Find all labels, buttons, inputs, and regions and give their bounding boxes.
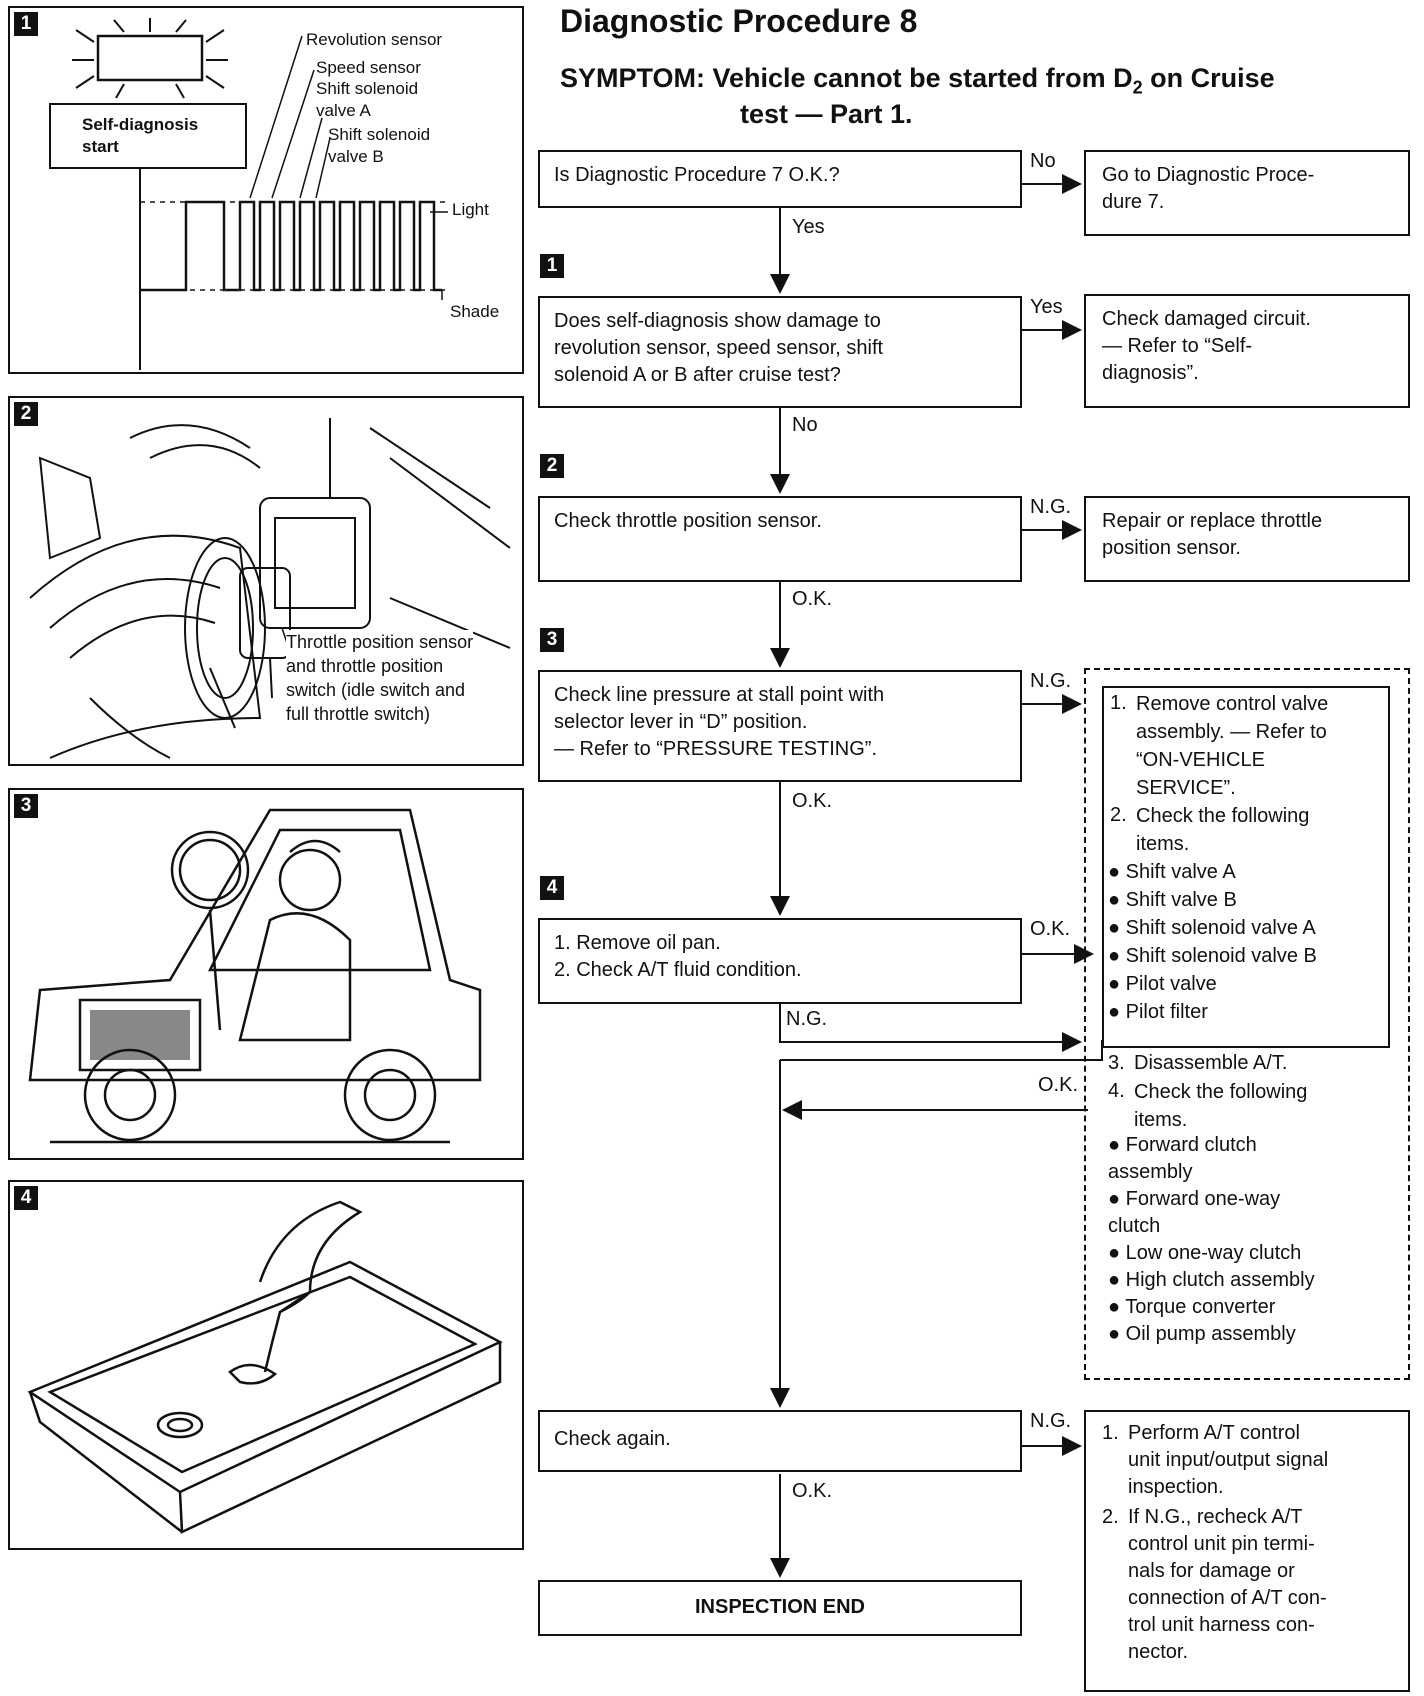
q6-ng-label: N.G. — [1030, 1410, 1071, 1432]
check-damaged-circuit-text: Check damaged circuit. — Refer to “Self-… — [1102, 306, 1311, 387]
go-to-procedure-7-text: Go to Diagnostic Proce- dure 7. — [1102, 162, 1314, 216]
repair-throttle-sensor-box: Repair or replace throttle position sens… — [1084, 496, 1410, 582]
symptom-heading: SYMPTOM: Vehicle cannot be started from … — [560, 60, 1410, 105]
check-throttle-sensor-box: Check throttle position sensor. — [538, 496, 1022, 582]
symptom-line1-end: on Cruise — [1143, 63, 1275, 93]
q5-ok-label: O.K. — [1030, 918, 1070, 940]
outer-step-3-number: 3. — [1108, 1050, 1125, 1077]
panel-4-oil-pan-illustration: 4 — [8, 1180, 524, 1550]
inner-step-1-text: Remove control valve assembly. — Refer t… — [1136, 690, 1328, 802]
ng-step-1-number: 1. — [1102, 1420, 1119, 1447]
list-item: ● Forward one-way clutch — [1108, 1186, 1404, 1240]
shift-solenoid-a-label: Shift solenoid valve A — [316, 78, 418, 122]
oil-pan-drawing — [10, 1182, 526, 1552]
q2-yes-label: Yes — [1030, 296, 1063, 318]
list-item: ● High clutch assembly — [1108, 1267, 1404, 1294]
question-5-text: 1. Remove oil pan. 2. Check A/T fluid co… — [554, 930, 802, 984]
inner-check-items: ● Shift valve A ● Shift valve B ● Shift … — [1108, 858, 1388, 1026]
repair-throttle-sensor-text: Repair or replace throttle position sens… — [1102, 508, 1322, 562]
question-3-text: Check throttle position sensor. — [554, 508, 822, 535]
symptom-subscript: 2 — [1133, 77, 1143, 97]
q1-no-label: No — [1030, 150, 1056, 172]
check-again-box: Check again. — [538, 1410, 1022, 1472]
question-1-text: Is Diagnostic Procedure 7 O.K.? — [554, 162, 840, 189]
symptom-line2: test — Part 1. — [740, 96, 913, 132]
question-4-text: Check line pressure at stall point with … — [554, 682, 884, 763]
inspection-end-box: INSPECTION END — [538, 1580, 1022, 1636]
control-unit-inspection-box: 1. Perform A/T control unit input/output… — [1084, 1410, 1410, 1692]
vehicle-technician-drawing — [10, 790, 526, 1162]
inspection-end-text: INSPECTION END — [540, 1594, 1020, 1621]
question-diagnostic-procedure-7: Is Diagnostic Procedure 7 O.K.? — [538, 150, 1022, 208]
check-damaged-circuit-box: Check damaged circuit. — Refer to “Self-… — [1084, 294, 1410, 408]
panel-1-self-diagnosis-diagram: 1 — [8, 6, 524, 374]
flow-step-badge-4: 4 — [540, 876, 564, 900]
throttle-sensor-caption: Throttle position sensor and throttle po… — [286, 630, 473, 726]
list-item: ● Pilot filter — [1108, 998, 1388, 1026]
shift-solenoid-b-label: Shift solenoid valve B — [328, 124, 430, 168]
flow-step-badge-2: 2 — [540, 454, 564, 478]
inner-step-1-number: 1. — [1110, 690, 1127, 717]
control-valve-check-box: 1. Remove control valve assembly. — Refe… — [1102, 686, 1390, 1048]
panel-3-pressure-test-illustration: 3 — [8, 788, 524, 1160]
waveform-graphic — [10, 8, 526, 376]
list-item: ● Oil pump assembly — [1108, 1321, 1404, 1348]
outer-step-4-number: 4. — [1108, 1078, 1125, 1105]
ng-step-2-number: 2. — [1102, 1504, 1119, 1531]
q2-no-label: No — [792, 414, 818, 436]
light-label: Light — [452, 198, 489, 222]
outer-check-items: ● Forward clutch assembly ● Forward one-… — [1108, 1132, 1404, 1348]
outer-step-3-text: Disassemble A/T. — [1134, 1050, 1287, 1077]
speed-sensor-label: Speed sensor — [316, 56, 421, 80]
self-diagnosis-start-label: Self-diagnosis start — [82, 114, 198, 158]
q3-ng-label: N.G. — [1030, 496, 1071, 518]
flow-step-badge-3: 3 — [540, 628, 564, 652]
q5-ng-label: N.G. — [786, 1008, 827, 1030]
q3-ok-label: O.K. — [792, 588, 832, 610]
page-title: Diagnostic Procedure 8 — [560, 0, 917, 42]
list-item: ● Forward clutch assembly — [1108, 1132, 1404, 1186]
question-6-text: Check again. — [554, 1426, 671, 1453]
symptom-line1: SYMPTOM: Vehicle cannot be started from … — [560, 63, 1133, 93]
list-item: ● Pilot valve — [1108, 970, 1388, 998]
go-to-procedure-7-box: Go to Diagnostic Proce- dure 7. — [1084, 150, 1410, 236]
q1-yes-label: Yes — [792, 216, 825, 238]
question-2-text: Does self-diagnosis show damage to revol… — [554, 308, 883, 389]
flow-step-badge-1: 1 — [540, 254, 564, 278]
ng-step-1-text: Perform A/T control unit input/output si… — [1128, 1420, 1328, 1501]
revolution-sensor-label: Revolution sensor — [306, 28, 442, 52]
list-item: ● Shift valve B — [1108, 886, 1388, 914]
list-item: ● Torque converter — [1108, 1294, 1404, 1321]
q4-ok-label: O.K. — [792, 790, 832, 812]
shade-label: Shade — [450, 300, 499, 324]
panel-2-throttle-sensor-illustration: 2 Throttle position sensor and throttle … — [8, 396, 524, 766]
repair-ok-label: O.K. — [1038, 1074, 1078, 1096]
ng-step-2-text: If N.G., recheck A/T control unit pin te… — [1128, 1504, 1327, 1666]
inner-step-2-text: Check the following items. — [1136, 802, 1309, 858]
q6-ok-label: O.K. — [792, 1480, 832, 1502]
inner-step-2-number: 2. — [1110, 802, 1127, 829]
list-item: ● Shift solenoid valve B — [1108, 942, 1388, 970]
check-line-pressure-box: Check line pressure at stall point with … — [538, 670, 1022, 782]
q4-ng-label: N.G. — [1030, 670, 1071, 692]
remove-oil-pan-box: 1. Remove oil pan. 2. Check A/T fluid co… — [538, 918, 1022, 1004]
outer-step-4-text: Check the following items. — [1134, 1078, 1307, 1134]
list-item: ● Low one-way clutch — [1108, 1240, 1404, 1267]
list-item: ● Shift valve A — [1108, 858, 1388, 886]
list-item: ● Shift solenoid valve A — [1108, 914, 1388, 942]
question-self-diagnosis-damage: Does self-diagnosis show damage to revol… — [538, 296, 1022, 408]
